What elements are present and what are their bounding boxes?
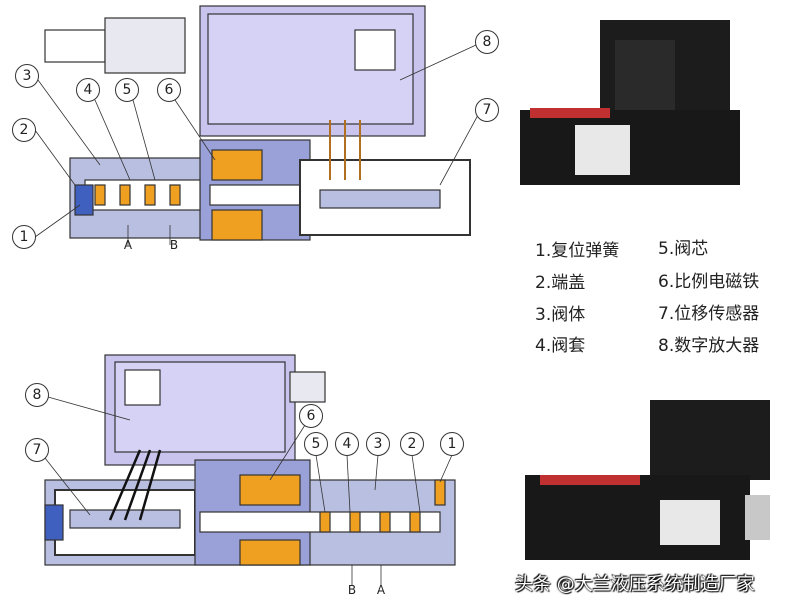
bottom-leader-lines	[44, 396, 453, 585]
port-b-label: B	[169, 238, 179, 252]
legend-item: 8.数字放大器	[658, 336, 760, 356]
callout-end-cap: 2	[12, 118, 36, 142]
callout-valve-sleeve: 4	[76, 78, 100, 102]
bottom-valve-drawing	[44, 354, 456, 566]
legend-item: 2.端盖	[535, 273, 586, 293]
callout-spool: 5	[115, 78, 139, 102]
watermark: 头条 @大兰液压系统制造厂家	[515, 574, 755, 595]
legend-item: 5.阀芯	[658, 239, 709, 259]
top-leader-lines	[34, 44, 479, 245]
callout-solenoid: 6	[299, 404, 323, 428]
top-valve-photo	[520, 20, 740, 185]
legend-item: 7.位移传感器	[658, 304, 760, 324]
callout-solenoid: 6	[157, 78, 181, 102]
port-a-label: A	[376, 583, 386, 597]
callout-valve-body: 3	[15, 64, 39, 88]
callout-amplifier: 8	[25, 383, 49, 407]
legend-item: 6.比例电磁铁	[658, 272, 760, 292]
callout-valve-body: 3	[366, 432, 390, 456]
port-b-label: B	[347, 583, 357, 597]
legend-item: 1.复位弹簧	[535, 241, 620, 261]
callout-amplifier: 8	[475, 30, 499, 54]
legend-item: 3.阀体	[535, 305, 586, 325]
callout-valve-sleeve: 4	[335, 432, 359, 456]
callout-reset-spring: 1	[440, 432, 464, 456]
legend-item: 4.阀套	[535, 336, 586, 356]
top-valve-drawing	[44, 5, 471, 241]
callout-reset-spring: 1	[12, 225, 36, 249]
callout-end-cap: 2	[400, 432, 424, 456]
callout-sensor: 7	[25, 438, 49, 462]
callout-spool: 5	[304, 432, 328, 456]
port-a-label: A	[123, 238, 133, 252]
callout-sensor: 7	[475, 98, 499, 122]
bottom-valve-photo	[525, 400, 770, 560]
